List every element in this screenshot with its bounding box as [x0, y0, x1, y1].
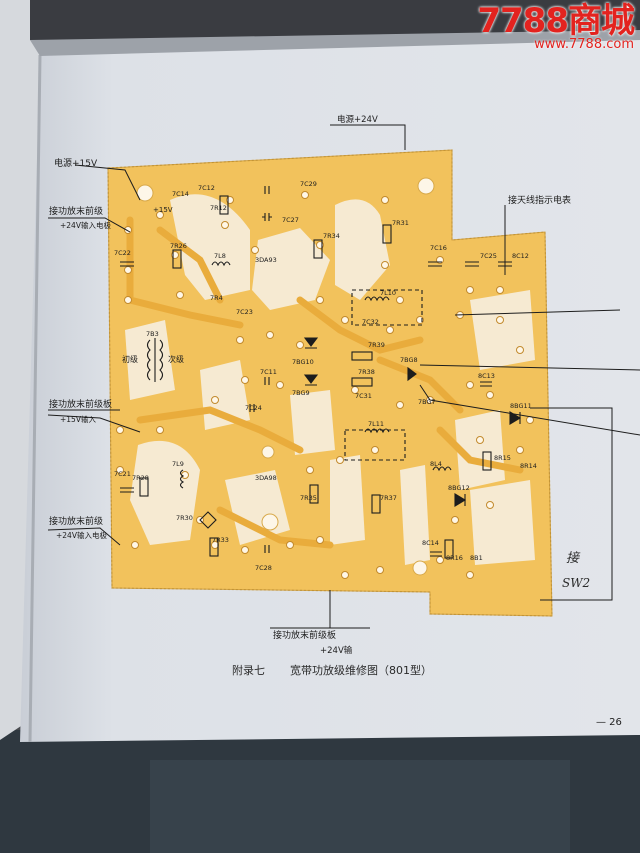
- label-7l8: 7L8: [214, 252, 226, 260]
- meter-annotation: 接天线指示电表: [508, 194, 571, 206]
- v15-label: +15V: [153, 206, 173, 214]
- figure-caption-title: 宽带功放级维修图（801型）: [290, 664, 432, 677]
- left-annotation-1: 接功放末前级: [49, 205, 103, 217]
- left-annotation-3b: +24V输入电极: [56, 530, 107, 540]
- label-7b3: 7B3: [146, 330, 159, 338]
- left-annotation-3: 接功放末前级: [49, 515, 103, 527]
- label-3da98: 3DA98: [255, 474, 277, 482]
- label-7c27: 7C27: [282, 216, 299, 224]
- label-7r33: 7R33: [212, 536, 229, 544]
- label-7r12: 7R12: [210, 204, 227, 212]
- label-7c12: 7C12: [198, 184, 215, 192]
- label-8c14: 8C14: [422, 539, 439, 547]
- page-number: — 26: [596, 717, 622, 728]
- label-8bg11: 8BG11: [510, 402, 532, 410]
- label-3da93: 3DA93: [255, 256, 277, 264]
- pcb-traces: [126, 216, 524, 549]
- label-8c12: 8C12: [512, 252, 529, 260]
- label-7r35: 7R35: [300, 494, 317, 502]
- label-7c16: 7C16: [430, 244, 447, 252]
- label-7l10: 7L10: [380, 289, 396, 297]
- label-7r38: 7R38: [358, 368, 375, 376]
- label-7l11: 7L11: [368, 420, 384, 428]
- label-7c22: 7C22: [114, 249, 131, 257]
- lead-lines: [47, 124, 640, 629]
- label-8r14: 8R14: [520, 462, 537, 470]
- label-7c11: 7C11: [260, 368, 277, 376]
- label-7c23: 7C23: [236, 308, 253, 316]
- label-7r31: 7R31: [392, 219, 409, 227]
- label-7c31: 7C31: [355, 392, 372, 400]
- label-7c21: 7C21: [114, 470, 131, 478]
- bottom-annotation: 接功放末前级板: [273, 629, 336, 641]
- component-labels: 7C14 7C12 7R12 7C29 7C27 7R34 7R31 7C16 …: [114, 180, 537, 572]
- label-7bg10: 7BG10: [292, 358, 314, 366]
- label-7c28: 7C28: [255, 564, 272, 572]
- left-annotation-2: 接功放末前级板: [49, 398, 112, 410]
- label-7c29: 7C29: [300, 180, 317, 188]
- watermark-url: www.7788.com: [534, 37, 634, 52]
- label-7r34: 7R34: [323, 232, 340, 240]
- power-top-label: 电源+24V: [337, 114, 378, 125]
- figure-caption-appendix: 附录七: [232, 664, 265, 677]
- label-8c13: 8C13: [478, 372, 495, 380]
- label-7l9: 7L9: [172, 460, 184, 468]
- site-watermark: 7788商城 www.7788.com: [477, 1, 635, 52]
- label-8bg12: 8BG12: [448, 484, 470, 492]
- watermark-brand: 7788商城: [477, 1, 635, 41]
- label-secondary: 次级: [168, 354, 184, 364]
- label-7r26: 7R26: [170, 242, 187, 250]
- label-7c24: 7C24: [245, 404, 262, 412]
- label-7r39: 7R39: [368, 341, 385, 349]
- bottom-annotation-b: +24V输: [320, 645, 353, 656]
- label-primary: 初级: [122, 354, 138, 364]
- left-annotation-1b: +24V输入电极: [60, 220, 111, 230]
- sw2-label: SW2: [562, 576, 590, 590]
- power-left-label: 电源+15V: [54, 157, 98, 169]
- left-annotation-2b: +15V输入: [60, 414, 96, 424]
- label-7c25: 7C25: [480, 252, 497, 260]
- label-7r30: 7R30: [176, 514, 193, 522]
- left-page-edge: [0, 0, 48, 740]
- label-7r37: 7R37: [380, 494, 397, 502]
- label-7bg8: 7BG8: [400, 356, 418, 364]
- label-7r28: 7R28: [132, 474, 149, 482]
- mounting-holes: [136, 177, 435, 576]
- component-symbols: [120, 186, 522, 559]
- label-8l4: 8L4: [430, 460, 442, 468]
- label-7c14: 7C14: [172, 190, 189, 198]
- label-7bg9: 7BG9: [292, 389, 310, 397]
- label-7r4: 7R4: [210, 294, 223, 302]
- label-7bg7: 7BG7: [418, 398, 436, 406]
- label-8r15: 8R15: [494, 454, 511, 462]
- label-7c32: 7C32: [362, 318, 379, 326]
- label-8b1: 8B1: [470, 554, 483, 562]
- label-8r16: 8R16: [446, 554, 463, 562]
- connect-label: 接: [566, 551, 581, 566]
